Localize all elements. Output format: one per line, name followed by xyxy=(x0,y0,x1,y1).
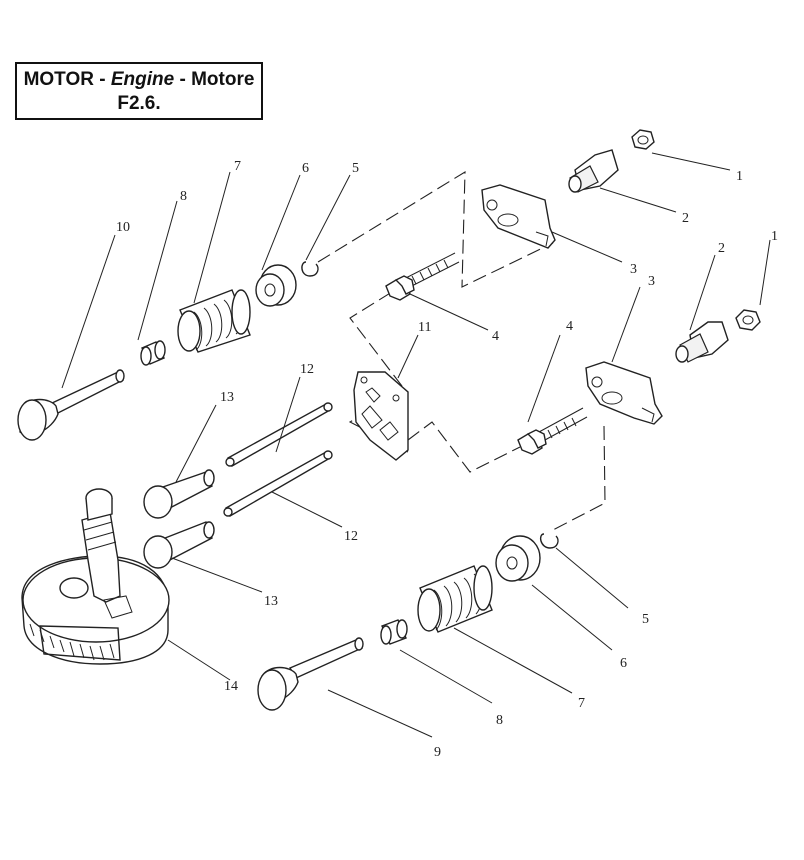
spring-retainer-lower xyxy=(495,535,541,582)
callout-13-upper: 13 xyxy=(220,390,234,405)
assembly-line-right xyxy=(552,425,606,531)
valve-lower xyxy=(257,637,364,711)
rocker-guide-plate xyxy=(353,371,409,461)
callout-6-upper: 6 xyxy=(302,161,309,176)
callout-7-lower: 7 xyxy=(578,696,585,711)
callout-5-lower: 5 xyxy=(642,612,649,627)
callout-6-lower: 6 xyxy=(620,656,627,671)
callout-1-lower: 1 xyxy=(771,229,778,244)
rocker-stud-upper xyxy=(385,252,460,301)
callout-4-lower: 4 xyxy=(566,319,573,334)
push-rod-upper xyxy=(225,402,333,467)
callout-8-lower: 8 xyxy=(496,713,503,728)
adjusting-nut-lower xyxy=(675,321,729,363)
valve-seal-upper xyxy=(140,340,166,366)
leader-lines xyxy=(61,152,771,738)
callout-2-lower: 2 xyxy=(718,241,725,256)
rocker-arm-upper xyxy=(481,184,556,249)
nut-upper xyxy=(631,129,655,150)
diagram-title-box: MOTOR - Engine - Motore F2.6. xyxy=(15,62,263,120)
title-line-1: MOTOR - Engine - Motore xyxy=(23,69,255,90)
callout-11: 11 xyxy=(418,320,431,335)
callout-labels: 1 1 2 2 3 3 4 4 5 5 6 6 7 7 8 8 9 10 11 … xyxy=(116,159,778,760)
adjusting-nut-upper xyxy=(568,149,619,193)
callout-4-upper: 4 xyxy=(492,329,499,344)
title-code: F2.6. xyxy=(117,93,161,114)
assembly-line-lower xyxy=(407,421,521,473)
valve-keeper-lower xyxy=(539,533,559,549)
tappet-lower xyxy=(143,521,215,569)
assembly-line-upper xyxy=(317,171,554,288)
tappet-upper xyxy=(143,469,215,519)
valve-seal-lower xyxy=(380,619,408,645)
callout-10: 10 xyxy=(116,220,130,235)
callout-12-lower: 12 xyxy=(344,529,358,544)
valve-keeper-upper xyxy=(301,261,319,277)
valve-spring-upper xyxy=(177,289,251,353)
callout-14: 14 xyxy=(224,679,238,694)
callout-7-upper: 7 xyxy=(234,159,241,174)
callout-3-lower: 3 xyxy=(648,274,655,289)
valve-spring-lower xyxy=(417,565,493,633)
valve-upper xyxy=(17,369,125,441)
nut-lower xyxy=(735,309,761,331)
title-word-engine: Engine xyxy=(110,69,175,90)
camshaft-gear xyxy=(21,488,170,665)
push-rod-lower xyxy=(223,450,333,517)
rocker-arm-lower xyxy=(585,361,663,425)
callout-3-upper: 3 xyxy=(630,262,637,277)
callout-8-upper: 8 xyxy=(180,189,187,204)
callout-5-upper: 5 xyxy=(352,161,359,176)
rocker-stud-lower xyxy=(517,407,588,455)
spring-retainer-upper xyxy=(255,264,297,307)
callout-2-upper: 2 xyxy=(682,211,689,226)
callout-9: 9 xyxy=(434,745,441,760)
title-word-motor: MOTOR xyxy=(23,69,94,90)
callout-1-upper: 1 xyxy=(736,169,743,184)
callout-12-upper: 12 xyxy=(300,362,314,377)
title-word-motore: Motore xyxy=(191,69,255,90)
callout-13-lower: 13 xyxy=(264,594,278,609)
